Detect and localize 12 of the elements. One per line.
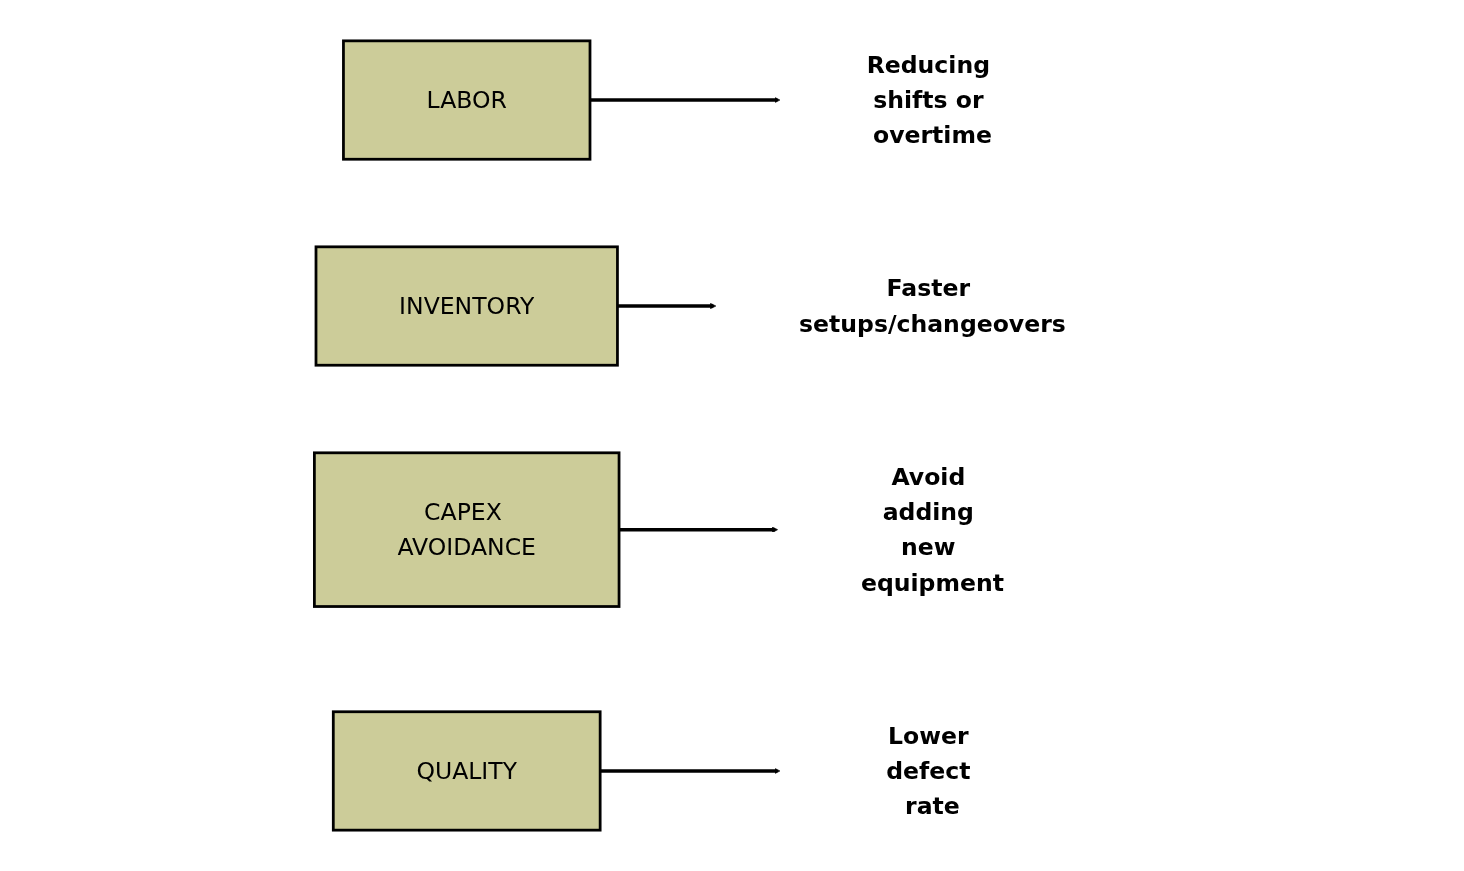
node-text: Avoid adding new equipment [861, 462, 1005, 597]
arrow [590, 97, 781, 104]
node-text: Lower defect rate [886, 721, 971, 820]
node-box: LABOR [342, 39, 592, 161]
node-box: INVENTORY [314, 245, 620, 367]
node-box: CAPEX AVOIDANCE [313, 451, 621, 608]
arrow [617, 303, 717, 310]
node-text: Faster setups/changeovers [799, 274, 1067, 338]
arrow [619, 526, 779, 533]
node-text: Reducing shifts or overtime [867, 50, 993, 149]
arrow [600, 767, 781, 774]
node-box: QUALITY [332, 710, 602, 832]
